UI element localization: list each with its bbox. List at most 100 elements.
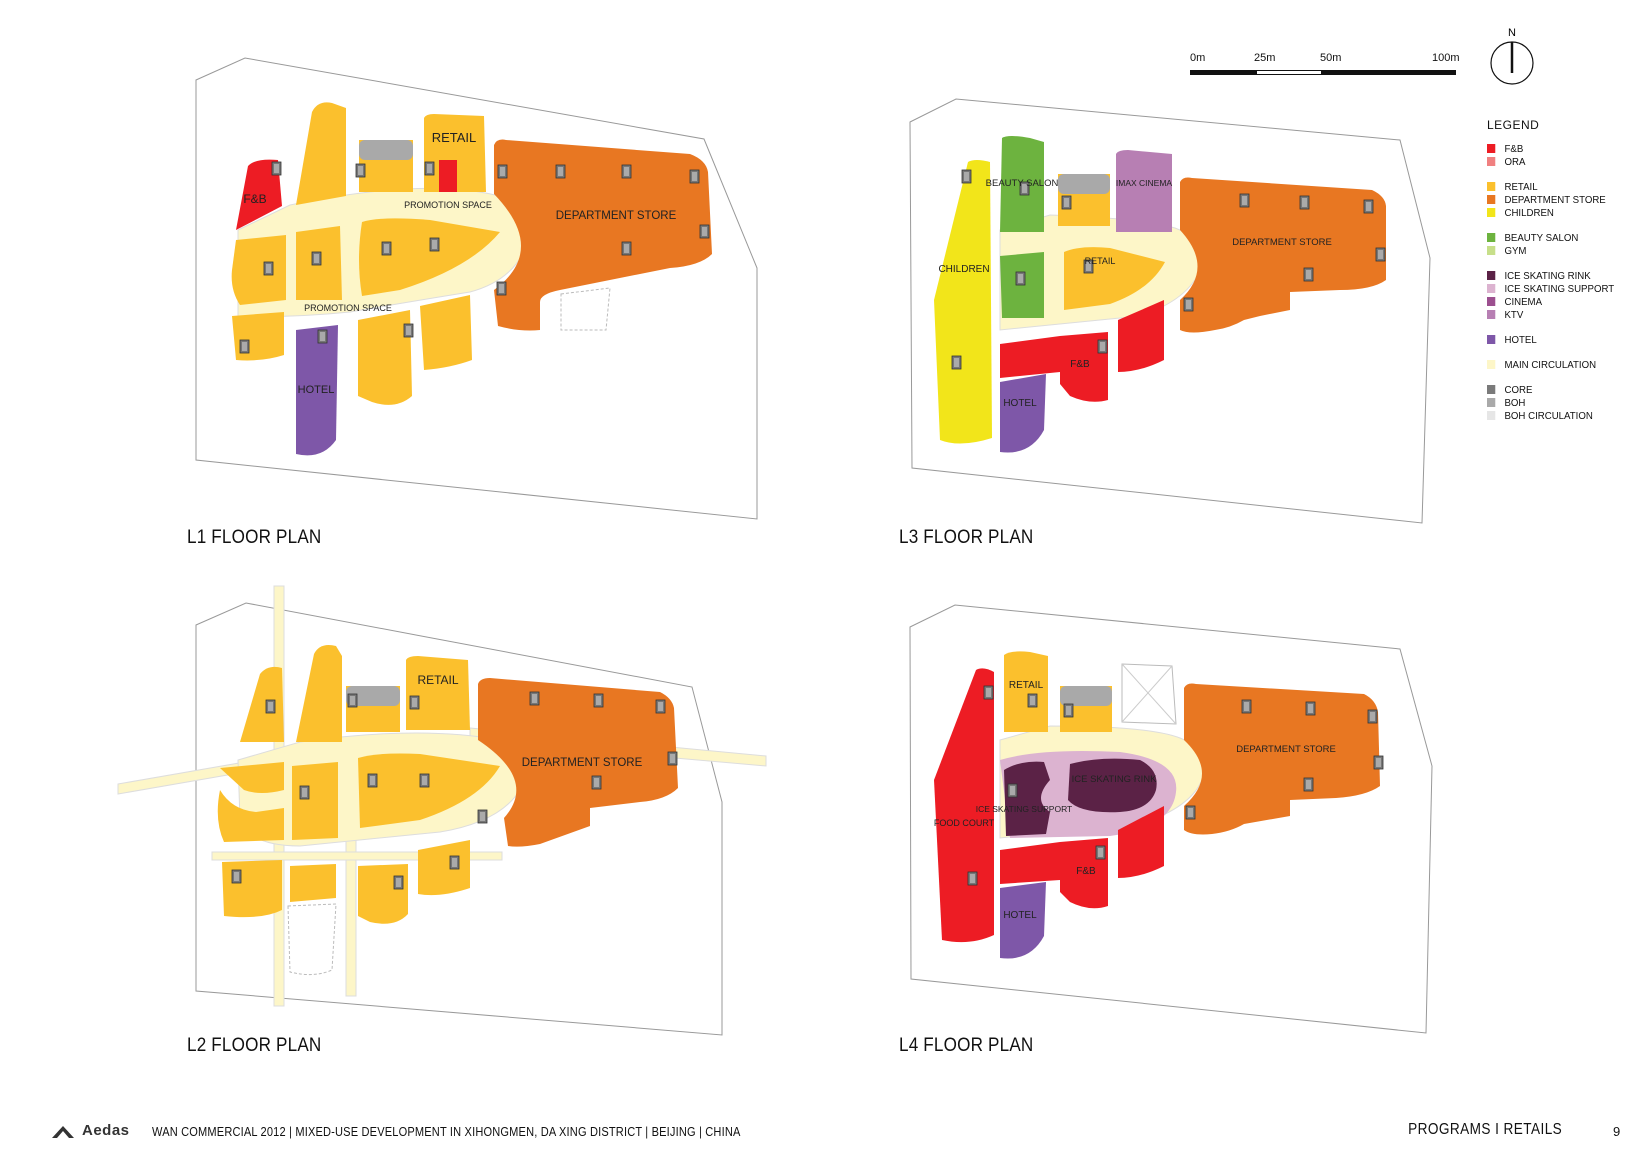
page-number: 9 [1613,1124,1621,1139]
legend-item: CINEMA [1487,295,1634,308]
legend-swatch [1487,398,1496,407]
l3-floor-plan: CHILDREN BEAUTY SALON IMAX CINEMA RETAIL… [909,98,1431,524]
legend-swatch [1487,284,1496,293]
l2-floor-plan: RETAIL DEPARTMENT STORE [117,585,767,1036]
l3-label-imax: IMAX CINEMA [1116,178,1173,188]
legend-item: ICE SKATING SUPPORT [1487,282,1634,295]
legend-swatch [1487,182,1496,191]
legend-label: DEPARTMENT STORE [1504,193,1606,206]
l4-label-dept: DEPARTMENT STORE [1236,744,1336,755]
l3-plan-title: L3 FLOOR PLAN [899,527,1034,548]
legend-label: F&B [1504,142,1524,155]
legend-label: MAIN CIRCULATION [1504,358,1597,371]
l4-label-food: FOOD COURT [934,818,995,828]
l1-hotel-zone [296,325,338,456]
scale-segment [1322,70,1456,75]
l3-fb-zone [1000,336,1060,378]
project-caption: WAN COMMERCIAL 2012 | MIXED-USE DEVELOPM… [152,1124,741,1139]
l4-hotel-zone [1000,882,1046,959]
scale-segment [1190,70,1256,75]
legend-swatch [1487,310,1496,319]
legend-label: KTV [1504,308,1524,321]
legend-swatch [1487,246,1496,255]
legend-swatch [1487,385,1496,394]
north-label: N [1508,27,1516,39]
legend-item: BOH CIRCULATION [1487,409,1634,422]
l4-floor-plan: RETAIL DEPARTMENT STORE ICE SKATING RINK… [909,604,1433,1034]
legend-item: BOH [1487,396,1634,409]
legend-swatch [1487,157,1496,166]
legend-swatch [1487,271,1496,280]
legend-item: RETAIL [1487,180,1634,193]
l4-label-fb: F&B [1076,866,1096,877]
l3-label-dept: DEPARTMENT STORE [1232,237,1332,248]
l4-ice-skating-rink-zone [1068,758,1157,813]
legend-label: ICE SKATING SUPPORT [1504,282,1615,295]
legend-label: ICE SKATING RINK [1504,269,1591,282]
scale-bar: 0m 25m 50m 100m [1190,52,1460,92]
legend-item: DEPARTMENT STORE [1487,193,1634,206]
legend-group: HOTEL [1487,333,1647,346]
l1-label-retail: RETAIL [432,130,477,145]
l3-label-retail: RETAIL [1085,256,1116,266]
aedas-logo: Aedas [52,1122,130,1139]
l1-label-promo2: PROMOTION SPACE [304,303,392,313]
l3-label-children: CHILDREN [938,264,989,275]
north-arrow-icon: N [1487,26,1537,86]
l4-plan-title: L4 FLOOR PLAN [899,1035,1034,1056]
l4-label-hotel: HOTEL [1003,910,1037,921]
legend-swatch [1487,195,1496,204]
legend-label: HOTEL [1504,333,1537,346]
legend-label: CHILDREN [1504,206,1554,219]
legend-item: ICE SKATING RINK [1487,269,1634,282]
legend-item: CHILDREN [1487,206,1634,219]
legend-swatch [1487,360,1496,369]
l3-label-fb: F&B [1070,359,1090,370]
legend-item: ORA [1487,155,1634,168]
l1-fb-zone [236,159,282,230]
l1-label-promo1: PROMOTION SPACE [404,200,492,210]
l2-plan-title: L2 FLOOR PLAN [187,1035,322,1056]
legend-group: MAIN CIRCULATION [1487,358,1647,371]
legend-item: BEAUTY SALON [1487,231,1634,244]
legend-label: CORE [1504,383,1533,396]
legend-label: CINEMA [1504,295,1543,308]
legend-swatch [1487,297,1496,306]
l3-imax-zone [1116,150,1172,232]
l3-hotel-zone [1000,374,1046,453]
l3-children-zone [934,160,992,444]
legend-item: GYM [1487,244,1634,257]
legend-item: KTV [1487,308,1634,321]
legend-swatch [1487,144,1496,153]
logo-text: Aedas [82,1122,130,1139]
legend-label: ORA [1504,155,1526,168]
legend-label: RETAIL [1504,180,1538,193]
l4-food-court-zone [934,668,994,943]
l3-department-store-zone [1180,177,1386,333]
l4-label-retail: RETAIL [1009,680,1044,691]
scale-tick-25: 25m [1254,52,1276,64]
l4-department-store-zone [1184,683,1380,835]
l1-label-hotel: HOTEL [298,384,335,396]
l4-fb-zone [1000,842,1060,884]
legend-item: CORE [1487,383,1634,396]
legend-item: HOTEL [1487,333,1634,346]
l4-label-rink: ICE SKATING RINK [1072,774,1157,785]
l1-floor-plan: F&B RETAIL PROMOTION SPACE PROMOTION SPA… [195,57,758,520]
scale-tick-0: 0m [1190,52,1206,64]
l2-department-store-zone [478,678,678,847]
legend-swatch [1487,233,1496,242]
l1-label-fb: F&B [243,192,266,206]
legend-label: GYM [1504,244,1527,257]
l3-label-hotel: HOTEL [1003,398,1037,409]
l4-label-support: ICE SKATING SUPPORT [976,804,1073,814]
aedas-logo-icon [52,1125,74,1138]
l2-label-dept: DEPARTMENT STORE [522,757,643,769]
